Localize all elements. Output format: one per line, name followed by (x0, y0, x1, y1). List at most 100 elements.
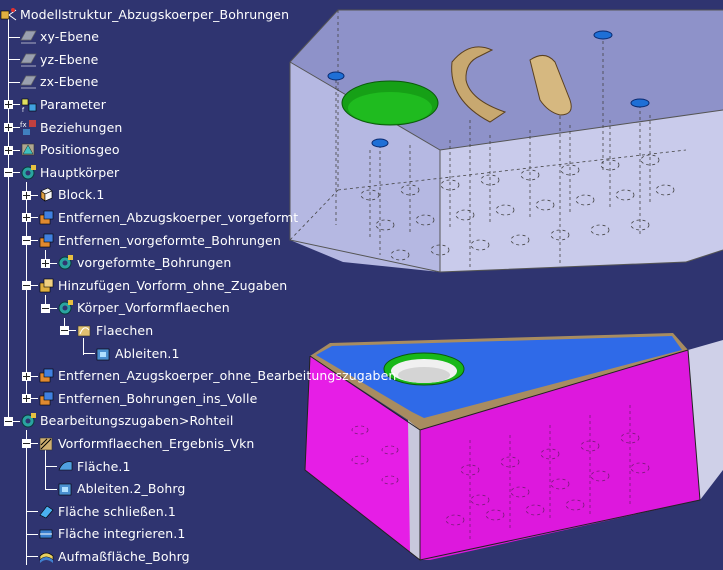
tree-item-label: Parameter (40, 96, 106, 112)
svg-text:fx: fx (20, 121, 27, 129)
tree-item[interactable]: Modellstruktur_Abzugskoerper_Bohrungen (0, 4, 289, 24)
remove-icon (38, 390, 55, 407)
tree-item[interactable]: Hauptkörper (20, 162, 119, 182)
expand-node-icon[interactable] (4, 123, 13, 132)
face-icon (57, 458, 74, 475)
tree-item-label: Positionsgeo (40, 142, 120, 158)
tree-item[interactable]: Ableiten.1 (95, 343, 180, 363)
geometrical-set-icon (20, 141, 37, 158)
tree-item[interactable]: zx-Ebene (20, 72, 98, 92)
tree-connector (26, 511, 38, 513)
tree-connector (26, 430, 27, 565)
expand-node-icon[interactable] (22, 371, 31, 381)
add-icon (38, 277, 55, 294)
expand-node-icon[interactable] (22, 190, 31, 200)
tree-item[interactable]: Flaechen (76, 320, 153, 340)
body-gear-icon (57, 299, 74, 316)
tree-connector (8, 14, 9, 420)
tree-item[interactable]: Entfernen_vorgeformte_Bohrungen (38, 230, 281, 250)
tree-item[interactable]: Fläche schließen.1 (38, 501, 176, 521)
expand-node-icon[interactable] (4, 100, 13, 110)
tree-connector (26, 556, 38, 558)
tree-item[interactable]: Entfernen_Azugskoerper_ohne_Bearbeitungs… (38, 366, 396, 386)
tree-item[interactable]: vorgeformte_Bohrungen (57, 253, 231, 273)
tree-item[interactable]: xy-Ebene (20, 27, 99, 47)
tree-item[interactable]: yz-Ebene (20, 49, 98, 69)
extract-icon (57, 480, 74, 497)
tree-item-label: Aufmaßfläche_Bohrg (58, 548, 190, 564)
tree-item[interactable]: Hinzufügen_Vorform_ohne_Zugaben (38, 275, 287, 295)
tree-connector (26, 375, 38, 377)
tree-connector (26, 217, 38, 219)
tree-item[interactable]: Vorformflaechen_Ergebnis_Vkn (38, 433, 254, 453)
tree-connector (83, 338, 84, 355)
collapse-node-icon[interactable] (22, 236, 31, 245)
tree-connector (83, 353, 95, 354)
tree-item-label: Flaechen (96, 322, 154, 338)
collapse-node-icon[interactable] (22, 439, 31, 449)
tree-item-label: vorgeformte_Bohrungen (77, 255, 232, 271)
tree-item-label: Ableiten.2_Bohrg (77, 481, 186, 497)
tree-item-label: Fläche.1 (77, 458, 131, 474)
plane-icon (20, 28, 37, 45)
tree-connector (45, 466, 57, 467)
body-gear-icon (20, 164, 37, 181)
tree-item-label: Ableiten.1 (115, 345, 180, 361)
tree-item-label: Entfernen_Abzugskoerper_vorgeformt (58, 209, 299, 225)
tree-connector (45, 307, 57, 309)
tree-item-label: Fläche integrieren.1 (58, 526, 186, 542)
tree-item[interactable]: Körper_Vorformflaechen (57, 298, 230, 318)
tree-item-label: Entfernen_Bohrungen_ins_Volle (58, 390, 258, 406)
result-surface-icon (38, 435, 55, 452)
tree-item-label: zx-Ebene (40, 74, 99, 90)
tree-item[interactable]: Entfernen_Bohrungen_ins_Volle (38, 388, 257, 408)
tree-connector (45, 295, 46, 312)
tree-connector (8, 149, 20, 151)
plane-icon (20, 51, 37, 68)
tree-connector (26, 182, 27, 400)
tree-connector (26, 240, 38, 241)
expand-node-icon[interactable] (22, 213, 31, 223)
tree-item[interactable]: Block.1 (38, 185, 104, 205)
collapse-node-icon[interactable] (22, 281, 31, 291)
remove-icon (38, 209, 55, 226)
tree-connector (8, 81, 20, 83)
expand-node-icon[interactable] (4, 145, 13, 155)
collapse-node-icon[interactable] (4, 416, 13, 426)
tree-item[interactable]: Fläche integrieren.1 (38, 524, 185, 544)
tree-connector (64, 330, 76, 332)
collapse-node-icon[interactable] (60, 326, 69, 336)
tree-connector (26, 398, 38, 400)
collapse-node-icon[interactable] (41, 303, 50, 313)
pad-icon (38, 186, 55, 203)
tree-connector (45, 488, 57, 490)
tree-item-label: Bearbeitungszugaben>Rohteil (40, 413, 234, 429)
tree-item-label: Modellstruktur_Abzugskoerper_Bohrungen (20, 6, 290, 22)
tree-item-label: Block.1 (58, 187, 105, 203)
tree-item[interactable]: Aufmaßfläche_Bohrg (38, 546, 190, 566)
tree-connector (8, 104, 20, 106)
tree-item[interactable]: Fläche.1 (57, 456, 131, 476)
tree-item[interactable]: Ableiten.2_Bohrg (57, 479, 185, 499)
extract-icon (95, 345, 112, 362)
tree-item-label: Fläche schließen.1 (58, 503, 176, 519)
expand-node-icon[interactable] (41, 258, 50, 268)
tree-item[interactable]: Positionsgeo (20, 140, 120, 160)
collapse-node-icon[interactable] (4, 168, 13, 178)
model-structure-icon (0, 6, 17, 23)
expand-node-icon[interactable] (22, 394, 31, 404)
tree-item[interactable]: Bearbeitungszugaben>Rohteil (20, 411, 233, 431)
thick-surface-icon (38, 548, 55, 565)
tree-item-label: Entfernen_vorgeformte_Bohrungen (58, 232, 281, 248)
tree-connector (45, 262, 57, 264)
remove-icon (38, 367, 55, 384)
remove-icon (38, 232, 55, 249)
sew-surface-icon (38, 525, 55, 542)
tree-item[interactable]: Entfernen_Abzugskoerper_vorgeformt (38, 207, 298, 227)
tree-item-label: Hauptkörper (40, 164, 120, 180)
tree-item-label: Hinzufügen_Vorform_ohne_Zugaben (58, 277, 288, 293)
